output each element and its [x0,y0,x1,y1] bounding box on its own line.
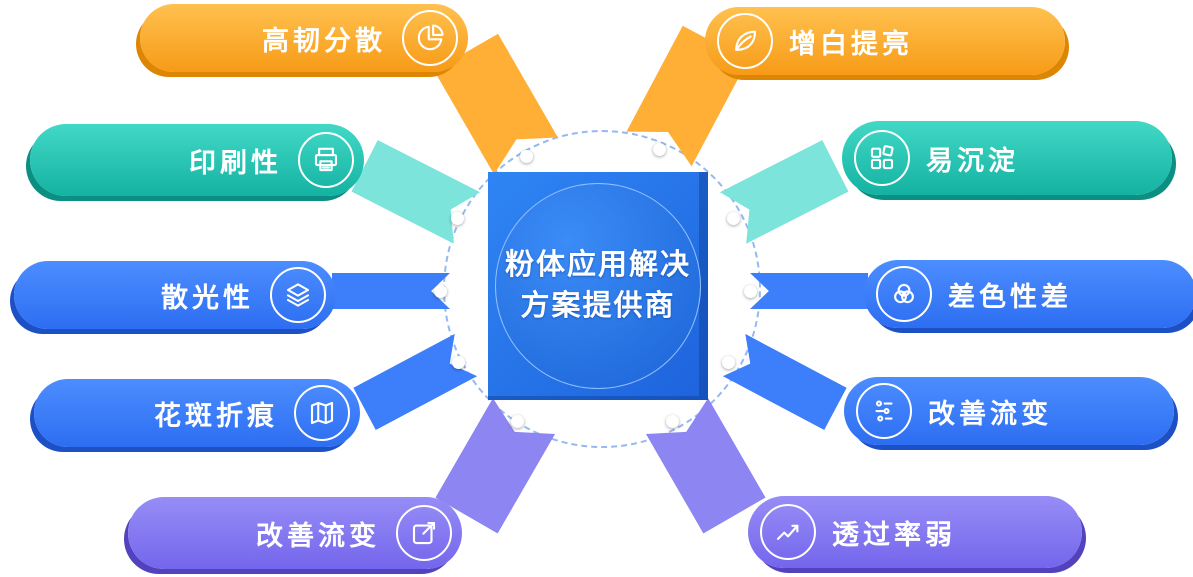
layers-icon [270,267,326,323]
orbit-dot [520,150,533,163]
printer-icon [298,132,354,188]
pill-label: 透过率弱 [832,519,956,550]
center-node: 粉体应用解决 方案提供商 [488,172,708,400]
pill-label: 花斑折痕 [154,400,278,431]
trend-icon [760,504,816,560]
center-title-line2: 方案提供商 [520,290,676,322]
map-icon [294,385,350,441]
edit-icon [396,505,452,561]
pie-chart-icon [402,10,458,66]
pill-rheology-right: 改善流变 [844,377,1174,445]
pill-label: 增白提亮 [789,28,913,59]
pill-whitening: 增白提亮 [705,7,1065,75]
orbit-dot [653,143,666,156]
leaf-icon [717,13,773,69]
connector-light-scattering [332,273,450,309]
pill-label: 易沉淀 [926,145,1019,176]
puzzle-icon [854,130,910,186]
pill-mottling-crease: 花斑折痕 [34,379,360,447]
pill-light-scattering: 散光性 [14,261,336,329]
tune-icon [856,383,912,439]
orbit-dot [452,356,465,369]
pill-transmittance: 透过率弱 [748,496,1082,568]
pill-label: 高韧分散 [262,25,386,56]
pill-color-difference: 差色性差 [864,260,1193,328]
orbit-dot [666,415,679,428]
orbit-dot [511,415,524,428]
pill-label: 散光性 [161,282,254,313]
connector-color-difference [750,273,868,309]
orbit-dot [722,356,735,369]
pill-dispersion: 高韧分散 [140,4,468,72]
orbit-dot [451,212,464,225]
orbit-dot [727,212,740,225]
pill-label: 改善流变 [256,520,380,551]
pill-printability: 印刷性 [30,124,364,196]
color-circles-icon [876,266,932,322]
pill-rheology-left: 改善流变 [128,497,462,569]
pill-label: 改善流变 [928,398,1052,429]
center-title-line1: 粉体应用解决 [504,249,691,282]
orbit-dot [434,285,447,298]
pill-label: 差色性差 [948,281,1072,312]
center-circle: 粉体应用解决 方案提供商 [495,183,701,389]
pill-sedimentation: 易沉淀 [842,121,1172,195]
pill-label: 印刷性 [189,147,282,178]
orbit-dot [744,285,757,298]
